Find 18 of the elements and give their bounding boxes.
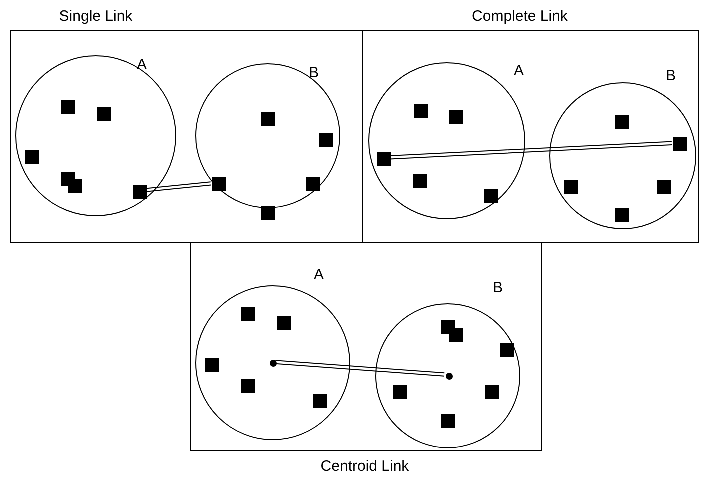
cluster-label: B <box>309 66 319 80</box>
panel-title: Complete Link <box>472 8 568 25</box>
cluster-label: A <box>314 268 324 282</box>
linkage-line <box>145 182 212 192</box>
centroid-dot <box>446 372 452 380</box>
data-point <box>133 185 147 199</box>
cluster-label: B <box>493 280 503 296</box>
linkage-line <box>389 141 673 160</box>
cluster-label: A <box>137 58 147 72</box>
data-point <box>212 177 226 191</box>
panel-title: Single Link <box>59 8 133 25</box>
centroid-dot <box>270 360 276 366</box>
data-point <box>673 137 687 151</box>
cluster-label: A <box>514 64 524 78</box>
cluster-label: B <box>666 68 676 84</box>
panel-title: Centroid Link <box>320 458 410 475</box>
data-point <box>377 152 391 166</box>
linkage-line <box>274 360 446 377</box>
